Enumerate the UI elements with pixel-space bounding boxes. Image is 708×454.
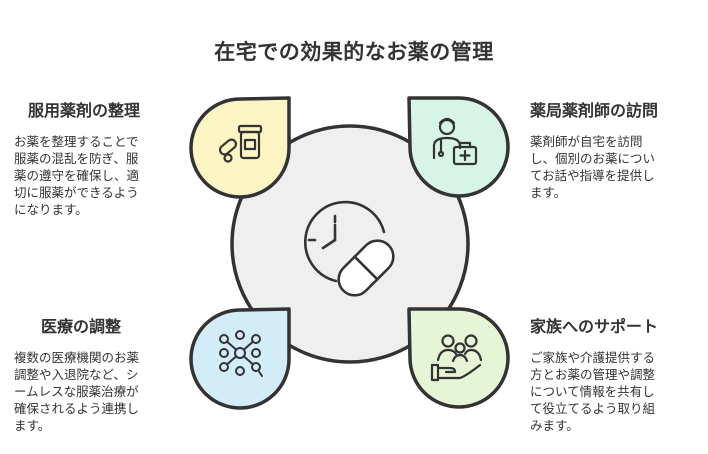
- text-line: ます。: [530, 185, 567, 200]
- text-line: 方とお薬の管理や調整: [530, 367, 656, 382]
- clock-capsule-icon: [304, 200, 395, 297]
- section-heading-medication-organizing: 服用薬剤の整理: [28, 101, 141, 120]
- text-line: になります。: [14, 202, 88, 217]
- text-line: てお話や指導を提供し: [530, 168, 655, 183]
- section-heading-family-support: 家族へのサポート: [530, 317, 659, 336]
- pill-bottle-icon: [218, 124, 263, 163]
- center-circle: [230, 124, 470, 364]
- section-text-pharmacist-visit: 薬剤師が自宅を訪問 し、個別のお薬につい てお話や指導を提供し ます。: [530, 133, 695, 201]
- text-line: 服薬の混乱を防ぎ、服: [14, 151, 139, 166]
- text-line: ームレスな服薬治療が: [14, 384, 139, 399]
- text-line: ます。: [14, 418, 51, 433]
- text-line: ご家族や介護提供する: [530, 350, 656, 365]
- text-line: し、個別のお薬につい: [530, 151, 656, 166]
- text-line: 調整や入退院など、シ: [14, 367, 139, 382]
- text-line: て役立てるよう取り組: [530, 401, 656, 416]
- network-nodes-icon: [219, 330, 263, 377]
- section-text-care-coordination: 複数の医療機関のお薬 調整や入退院など、シ ームレスな服薬治療が 確保されるよう…: [14, 349, 179, 434]
- section-heading-care-coordination: 医療の調整: [41, 317, 122, 336]
- leaf-bottom-right: [407, 307, 510, 409]
- diagram-title: 在宅での効果的なお薬の管理: [214, 40, 494, 64]
- section-text-family-support: ご家族や介護提供する 方とお薬の管理や調整 について情報を共有し て役立てるよう…: [530, 349, 700, 434]
- section-text-medication-organizing: お薬を整理することで 服薬の混乱を防ぎ、服 薬の遵守を確保し、適 切に服薬ができ…: [14, 133, 174, 218]
- text-line: について情報を共有し: [530, 384, 655, 399]
- text-line: 薬剤師が自宅を訪問: [530, 134, 643, 149]
- text-line: 薬の遵守を確保し、適: [14, 168, 140, 183]
- text-line: 確保されるよう連携し: [14, 401, 140, 416]
- text-line: お薬を整理することで: [14, 134, 139, 149]
- pharmacist-medkit-icon: [432, 117, 478, 166]
- family-support-icon: [430, 334, 483, 382]
- text-line: 切に服薬ができるよう: [14, 185, 139, 200]
- text-line: みます。: [530, 418, 579, 433]
- text-line: 複数の医療機関のお薬: [14, 350, 140, 365]
- section-heading-pharmacist-visit: 薬局薬剤師の訪問: [530, 101, 659, 120]
